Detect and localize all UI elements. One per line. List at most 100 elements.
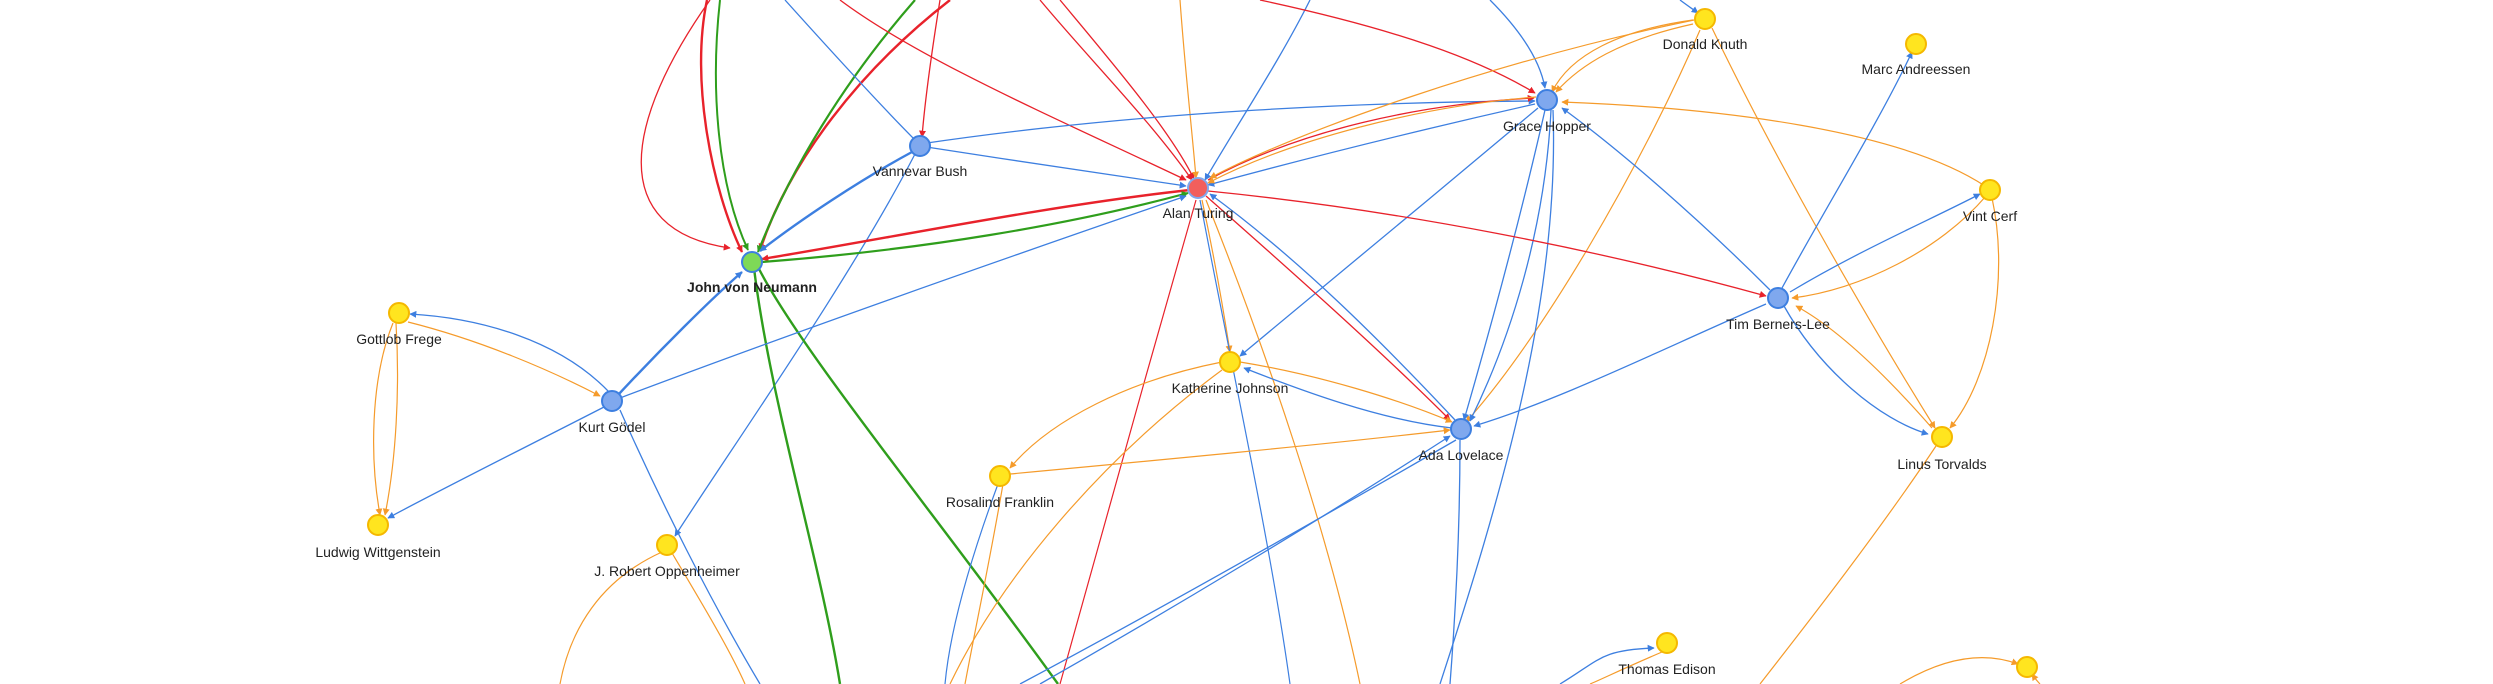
edge bbox=[619, 194, 1187, 399]
edge bbox=[1589, 651, 1663, 684]
edge bbox=[409, 310, 611, 394]
edge bbox=[1449, 439, 1461, 684]
edge bbox=[1781, 51, 1913, 289]
node-label: Rosalind Franklin bbox=[946, 494, 1054, 510]
node-gottlob-frege[interactable]: Gottlob Frege bbox=[356, 302, 442, 347]
edge bbox=[1059, 199, 1197, 684]
node-alan-turing[interactable]: Alan Turing bbox=[1163, 177, 1234, 221]
node-label: Katherine Johnson bbox=[1172, 380, 1289, 396]
node-label: Donald Knuth bbox=[1663, 36, 1748, 52]
node-unlabeled[interactable] bbox=[2016, 656, 2038, 678]
edge bbox=[756, 0, 916, 253]
node-thomas-edison[interactable]: Thomas Edison bbox=[1618, 632, 1716, 677]
node-vannevar-bush[interactable]: Vannevar Bush bbox=[873, 135, 968, 179]
edge bbox=[1259, 0, 1536, 94]
edge bbox=[1239, 107, 1539, 357]
edge bbox=[964, 483, 1004, 684]
edge bbox=[1899, 657, 2019, 684]
edge bbox=[1469, 109, 1552, 422]
node-donald-knuth[interactable]: Donald Knuth bbox=[1663, 8, 1748, 52]
edge bbox=[761, 191, 1189, 264]
edge bbox=[919, 145, 1187, 189]
node-label: Thomas Edison bbox=[1618, 661, 1715, 677]
node-label: Marc Andreessen bbox=[1862, 61, 1971, 77]
edge bbox=[1039, 435, 1451, 684]
node-label: Ada Lovelace bbox=[1419, 447, 1504, 463]
node-label: Vint Cerf bbox=[1963, 208, 2017, 224]
node-label: J. Robert Oppenheimer bbox=[594, 563, 740, 579]
edge bbox=[1551, 19, 1694, 93]
edge bbox=[1204, 0, 1311, 181]
edge bbox=[387, 405, 607, 519]
edge bbox=[1059, 0, 1195, 180]
edge bbox=[1561, 98, 1986, 187]
node-label: Alan Turing bbox=[1163, 205, 1234, 221]
edge bbox=[759, 150, 913, 252]
edge bbox=[752, 267, 842, 684]
edge bbox=[1759, 445, 1937, 684]
edge bbox=[1243, 367, 1453, 429]
edge bbox=[1555, 23, 1694, 93]
edge bbox=[949, 369, 1223, 684]
edge bbox=[1439, 109, 1555, 684]
edge bbox=[1561, 107, 1771, 291]
edge bbox=[674, 153, 916, 537]
edge bbox=[1039, 0, 1193, 181]
edge bbox=[1019, 439, 1457, 684]
edge bbox=[382, 322, 399, 516]
edge bbox=[1207, 190, 1767, 298]
edge bbox=[1791, 195, 1987, 301]
node-label: Gottlob Frege bbox=[356, 331, 442, 347]
node-label: Tim Berners-Lee bbox=[1726, 316, 1830, 332]
edge bbox=[784, 0, 919, 144]
edge bbox=[617, 271, 743, 396]
edge bbox=[1207, 103, 1536, 187]
edge bbox=[1009, 427, 1451, 475]
edge bbox=[1209, 193, 1456, 421]
edge bbox=[1489, 0, 1548, 89]
node-tim-berners-lee[interactable]: Tim Berners-Lee bbox=[1726, 287, 1830, 332]
edge bbox=[699, 0, 744, 253]
edge bbox=[758, 0, 951, 251]
edge bbox=[919, 0, 941, 138]
edge bbox=[1462, 109, 1546, 421]
edge bbox=[1205, 195, 1451, 421]
node-label: John von Neumann bbox=[687, 279, 817, 295]
node-ada-lovelace[interactable]: Ada Lovelace bbox=[1419, 418, 1504, 463]
edge bbox=[1205, 199, 1361, 684]
edge bbox=[1559, 644, 1655, 684]
node-label: Kurt Gödel bbox=[579, 419, 646, 435]
edge bbox=[1783, 305, 1929, 436]
node-marc-andreessen[interactable]: Marc Andreessen bbox=[1862, 33, 1971, 77]
edge bbox=[761, 188, 1191, 262]
edge bbox=[1179, 0, 1199, 179]
edge bbox=[1207, 96, 1537, 184]
edge-layer bbox=[373, 0, 2041, 684]
node-rosalind-franklin[interactable]: Rosalind Franklin bbox=[946, 465, 1054, 510]
node-katherine-johnson[interactable]: Katherine Johnson bbox=[1172, 351, 1289, 396]
edge bbox=[671, 552, 746, 684]
edge bbox=[1009, 361, 1223, 469]
edge bbox=[1473, 303, 1767, 428]
edge bbox=[1711, 27, 1936, 429]
node-grace-hopper[interactable]: Grace Hopper bbox=[1503, 89, 1591, 134]
node-label: Vannevar Bush bbox=[873, 163, 968, 179]
node-j-robert-oppenheimer[interactable]: J. Robert Oppenheimer bbox=[594, 534, 740, 579]
node-linus-torvalds[interactable]: Linus Torvalds bbox=[1897, 426, 1987, 472]
edge bbox=[1679, 0, 1699, 14]
edge bbox=[756, 266, 1059, 684]
edge bbox=[1201, 199, 1233, 353]
node-kurt-godel[interactable]: Kurt Gödel bbox=[579, 390, 646, 435]
edge bbox=[619, 409, 761, 684]
edge bbox=[640, 0, 731, 251]
edge bbox=[944, 483, 999, 684]
edge bbox=[1209, 19, 1695, 179]
edge bbox=[919, 97, 1536, 145]
edge bbox=[373, 322, 394, 516]
edge bbox=[1465, 29, 1701, 423]
node-ludwig-wittgenstein[interactable]: Ludwig Wittgenstein bbox=[315, 514, 441, 560]
edge bbox=[1789, 193, 1981, 293]
node-vint-cerf[interactable]: Vint Cerf bbox=[1963, 179, 2017, 224]
node-john-von-neumann[interactable]: John von Neumann bbox=[687, 251, 817, 295]
